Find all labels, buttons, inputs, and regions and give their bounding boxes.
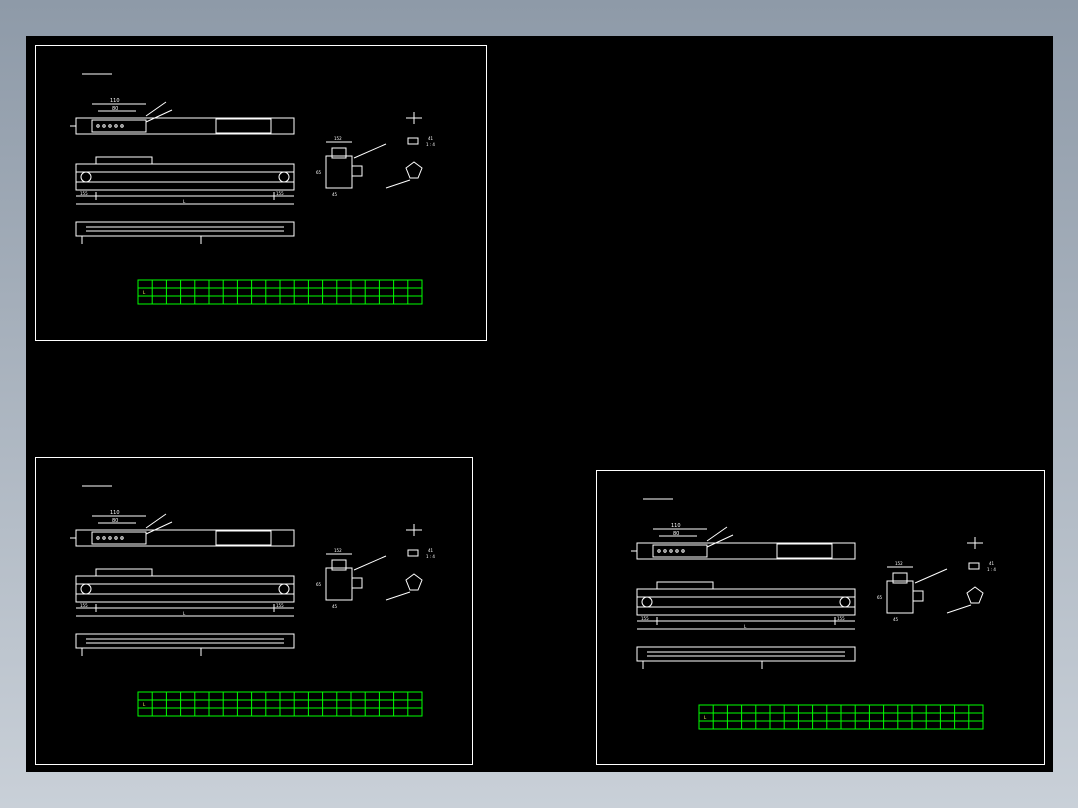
dim-110: 110 (110, 510, 120, 516)
scale-ratio: 1 : 4 (426, 142, 435, 147)
dim-155-left: 155 (80, 191, 88, 196)
stroke-length-table: L (137, 279, 423, 305)
slider-section (331, 559, 347, 571)
mounting-hole (108, 536, 112, 540)
dim-45: 45 (332, 192, 338, 197)
actuator-bottom-view (636, 646, 856, 662)
dim-65: 65 (316, 170, 322, 175)
pulley-left (80, 171, 92, 183)
mounting-hole (675, 549, 679, 553)
profile-section (325, 567, 353, 601)
actuator-front-view (75, 575, 295, 603)
dim-110: 110 (110, 98, 120, 104)
mounting-hole (96, 124, 100, 128)
bracket-detail (405, 161, 423, 179)
dim-152: 152 (334, 136, 342, 141)
pulley-right (839, 596, 851, 608)
dim-45: 45 (893, 617, 899, 622)
mounting-hole (657, 549, 661, 553)
slider-block (652, 544, 708, 558)
actuator-front-view (636, 588, 856, 616)
motor-housing (215, 530, 272, 546)
actuator-bottom-view (75, 221, 295, 237)
dim-80: 80 (673, 531, 679, 537)
motor-housing (215, 118, 272, 134)
profile-section (886, 580, 914, 614)
slider-section (892, 572, 908, 584)
slider-block (91, 531, 147, 545)
table-row-label: L (704, 715, 707, 720)
mounting-hole (120, 124, 124, 128)
carriage (656, 581, 714, 590)
dim-155-right: 155 (276, 191, 284, 196)
mounting-hole (114, 536, 118, 540)
dim-80: 80 (112, 518, 118, 524)
mounting-hole (108, 124, 112, 128)
actuator-front-view (75, 163, 295, 191)
table-row-label: L (143, 290, 146, 295)
stroke-length-table: L (137, 691, 423, 717)
dim-length-L: L (183, 199, 186, 204)
pulley-right (278, 171, 290, 183)
dim-155-right: 155 (276, 603, 284, 608)
scale-ratio: 1 : 4 (426, 554, 435, 559)
pulley-left (641, 596, 653, 608)
dim-41: 41 (428, 548, 434, 553)
mounting-hole (102, 536, 106, 540)
profile-section (325, 155, 353, 189)
slider-section (331, 147, 347, 159)
bracket-detail (405, 573, 423, 591)
dim-155-left: 155 (641, 616, 649, 621)
mounting-hole (681, 549, 685, 553)
scale-ratio: 1 : 4 (987, 567, 996, 572)
actuator-bottom-view (75, 633, 295, 649)
bracket-detail (966, 586, 984, 604)
dim-155-right: 155 (837, 616, 845, 621)
mounting-hole (114, 124, 118, 128)
carriage (95, 568, 153, 577)
mounting-hole (102, 124, 106, 128)
dim-110: 110 (671, 523, 681, 529)
mounting-hole (663, 549, 667, 553)
mounting-hole (96, 536, 100, 540)
dim-155-left: 155 (80, 603, 88, 608)
dim-45: 45 (332, 604, 338, 609)
dim-41: 41 (428, 136, 434, 141)
mounting-hole (669, 549, 673, 553)
motor-housing (776, 543, 833, 559)
pulley-left (80, 583, 92, 595)
dim-152: 152 (895, 561, 903, 566)
dim-152: 152 (334, 548, 342, 553)
slider-block (91, 119, 147, 133)
dim-65: 65 (877, 595, 883, 600)
stroke-length-table: L (698, 704, 984, 730)
carriage (95, 156, 153, 165)
dim-length-L: L (183, 611, 186, 616)
table-row-label: L (143, 702, 146, 707)
dim-65: 65 (316, 582, 322, 587)
dim-41: 41 (989, 561, 995, 566)
pulley-right (278, 583, 290, 595)
dim-length-L: L (744, 624, 747, 629)
mounting-hole (120, 536, 124, 540)
dim-80: 80 (112, 106, 118, 112)
